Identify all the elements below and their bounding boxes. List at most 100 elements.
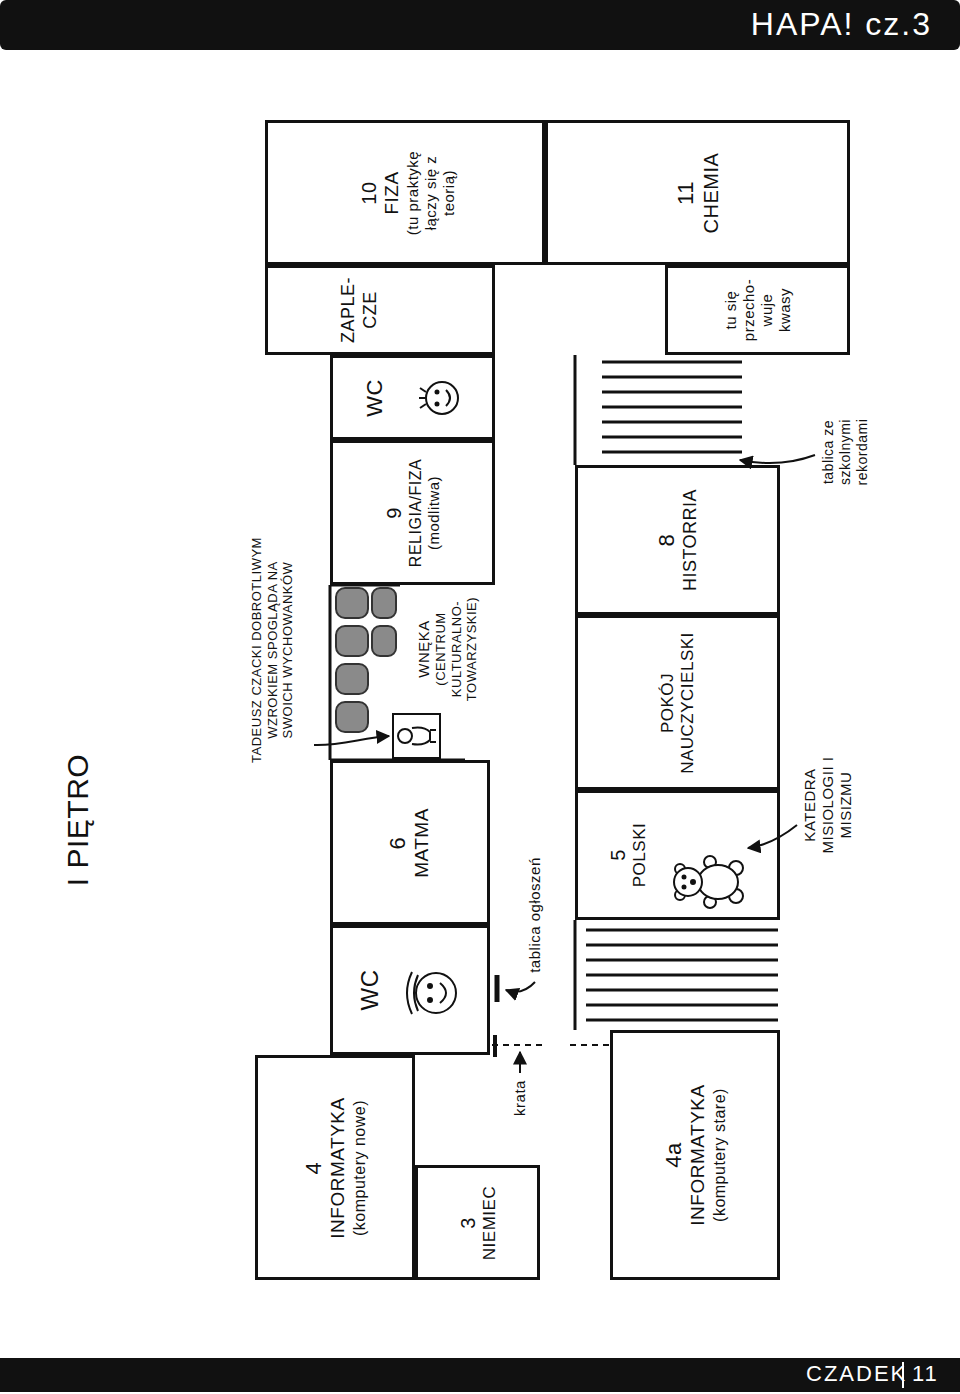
floor-title: I PIĘTRO [60, 720, 96, 920]
room: 10FIZA(tu praktykę łączy się z teorią) [265, 120, 545, 265]
room-name: ZAPLE- CZE [338, 273, 381, 347]
smiley-face [419, 397, 426, 399]
records-callout: tablica ze szkolnymi rekordami [820, 387, 870, 517]
teddy-bear [674, 868, 702, 896]
stairs [586, 1004, 778, 1007]
room-label: 10FIZA(tu praktykę łączy się z teorią) [357, 131, 458, 255]
stairs [586, 959, 778, 962]
room-name: RELIGIA/FIZA [406, 451, 425, 575]
room: 5POLSKI [575, 790, 780, 920]
room-label: 4aINFORMATYKA(komputery stare) [661, 1041, 729, 1269]
room-label: 6MATMA [385, 773, 434, 913]
room-label: tu się przecho- wuje kwasy [722, 273, 794, 347]
room: 9RELIGIA/FIZA(modlitwa) [330, 440, 495, 585]
header-bar [0, 0, 960, 50]
smiley-face [436, 391, 439, 394]
teddy-bear [683, 876, 686, 879]
smiley-face [414, 975, 418, 1011]
chair [372, 626, 396, 656]
stairs [586, 929, 778, 932]
room-number: 4a [661, 1041, 687, 1269]
room-number: 3 [455, 1175, 479, 1270]
room-label: 11CHEMIA [672, 131, 722, 255]
room-number: WC [356, 940, 385, 1040]
room-number: 4 [301, 1065, 327, 1270]
room-label: WNĘKA(CENTRUM KULTURALNO-TOWARZYSKIE) [414, 593, 479, 705]
room-name: INFORMATYKA [687, 1041, 710, 1269]
room: 8HISTORRIA [575, 465, 780, 615]
notice-board [495, 975, 500, 1002]
room-name: (CENTRUM KULTURALNO-TOWARZYSKIE) [432, 593, 479, 705]
page-number: 11 [912, 1361, 939, 1387]
leader-arrow [748, 825, 797, 848]
room-number: 6 [385, 773, 411, 913]
portrait-frame [393, 714, 440, 758]
smiley-face [420, 404, 426, 408]
footer-bar [0, 1358, 960, 1392]
chair [336, 588, 396, 732]
room: 4INFORMATYKA(komputery nowe) [255, 1055, 415, 1280]
smiley-face [426, 382, 458, 414]
page-header: HAPA! cz.3 [751, 6, 932, 43]
smiley-face [428, 984, 432, 988]
stairs [602, 451, 742, 454]
room-label: 4INFORMATYKA(komputery nowe) [301, 1065, 369, 1270]
grille-dashed-line [492, 1044, 610, 1046]
room-name: WNĘKA [414, 593, 432, 705]
portrait-frame [412, 728, 430, 745]
room-number: 9 [382, 451, 406, 575]
portrait-frame [430, 741, 436, 743]
stairs [602, 361, 742, 364]
chair [372, 588, 396, 618]
magazine-name: CZADEK [806, 1361, 907, 1387]
room-label: 9RELIGIA/FIZA(modlitwa) [382, 451, 443, 575]
leader-arrow [314, 455, 815, 1073]
room: POKÓJ NAUCZYCIELSKI [575, 615, 780, 790]
chair [336, 626, 368, 656]
room-name: HISTORRIA [680, 475, 702, 605]
header-bar [0, 0, 960, 50]
room-name: (tu praktykę łączy się z teorią) [403, 131, 457, 255]
room-number: WC [362, 365, 388, 430]
stairs [602, 376, 742, 379]
room-number: 5 [606, 801, 630, 909]
teddy-bear [698, 865, 738, 899]
notice-board [495, 975, 500, 1002]
room-label: ZAPLE- CZE [338, 273, 381, 347]
stairs [586, 1019, 778, 1022]
leader-arrow [314, 736, 389, 745]
room-label: 8HISTORRIA [654, 475, 702, 605]
room-label: 3NIEMIEC [455, 1175, 499, 1270]
room-label: 5POLSKI [606, 801, 650, 909]
footer-bar [0, 1358, 960, 1392]
teddy-bear [691, 880, 695, 884]
stairs [586, 989, 778, 992]
room: 3NIEMIEC [415, 1165, 540, 1280]
room: 4aINFORMATYKA(komputery stare) [610, 1030, 780, 1280]
stairs [602, 391, 742, 394]
room-name: (modlitwa) [425, 451, 443, 575]
room-name: POLSKI [630, 801, 650, 909]
room-name: POKÓJ NAUCZYCIELSKI [657, 625, 698, 780]
portrait-frame [393, 714, 440, 758]
room: 6MATMA [330, 760, 490, 925]
portrait-callout: TADEUSZ CZACKI DOBROTLIWYM WZROKIEM SPOG… [249, 533, 296, 768]
room-label: WC [362, 365, 388, 430]
room-name: CHEMIA [699, 131, 723, 255]
teddy-bear [683, 886, 686, 889]
room: WNĘKA(CENTRUM KULTURALNO-TOWARZYSKIE) [400, 585, 495, 712]
room-number: 10 [357, 131, 381, 255]
smiley-face [420, 388, 426, 392]
grille-dashed-line [492, 1044, 542, 1046]
room-number: 11 [672, 131, 698, 255]
smiley-face [440, 983, 446, 1003]
smiley-face [428, 998, 432, 1002]
room: WC [330, 925, 490, 1055]
room-name: (komputery stare) [710, 1041, 729, 1269]
wall [574, 920, 577, 1030]
room-name: MATMA [412, 773, 435, 913]
smiley-face [416, 973, 456, 1013]
wall [330, 355, 575, 1030]
room: WC [330, 355, 495, 440]
